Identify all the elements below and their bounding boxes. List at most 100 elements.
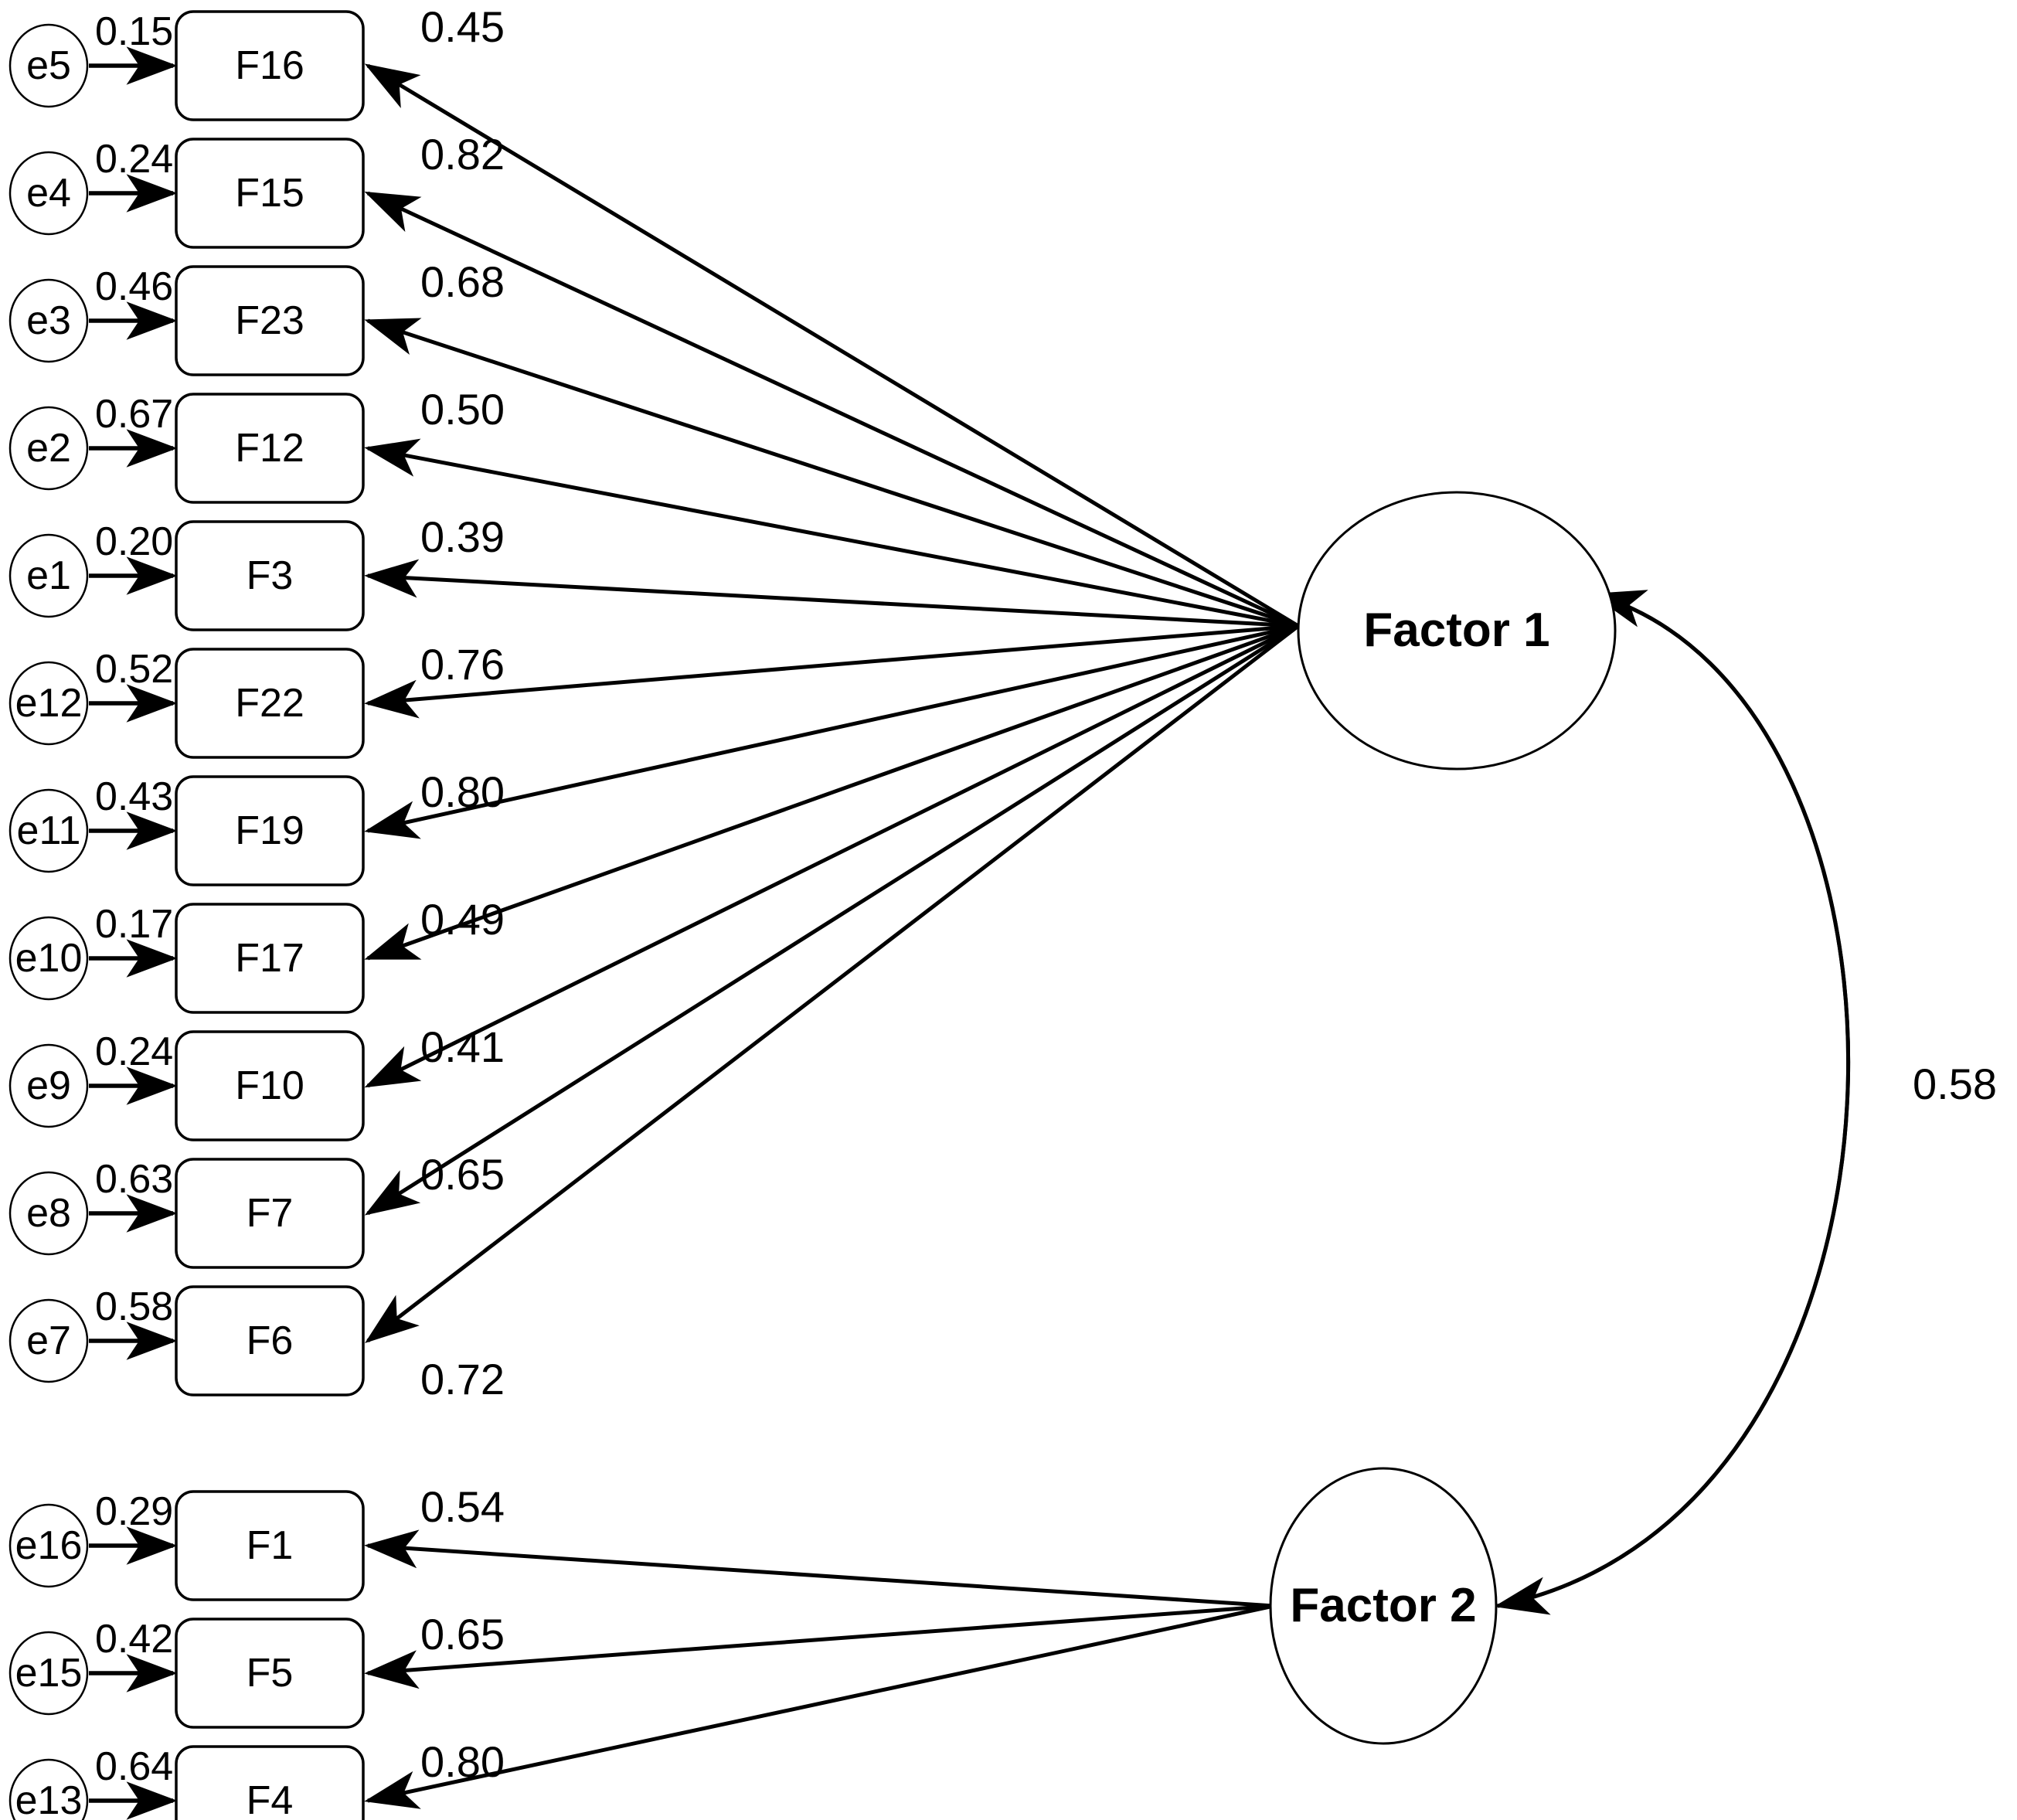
loading-label-F7: 0.65 [420,1150,505,1199]
error-ellipse-e12[interactable] [9,661,89,746]
loading-label-F10: 0.41 [420,1022,505,1071]
error-value-e8: 0.63 [95,1157,174,1202]
error-ellipse-e5[interactable] [9,23,89,108]
indicator-box-F23[interactable] [175,265,365,376]
indicator-box-F16[interactable] [175,10,365,121]
error-ellipse-e16[interactable] [9,1503,89,1588]
indicator-label-F1: F1 [246,1523,294,1568]
error-value-e10: 0.17 [95,902,174,947]
indicator-label-F10: F10 [235,1063,304,1108]
covariance-arc-down [1494,593,1851,1615]
factor-ellipse-factor2[interactable] [1269,1467,1498,1745]
covariance-arc-up [1497,590,1851,1608]
indicator-box-F19[interactable] [175,775,365,886]
loading-arrow-F1 [364,1529,1274,1608]
error-label-e9: e9 [26,1063,71,1108]
indicator-label-F12: F12 [235,426,304,471]
error-ellipse-e2[interactable] [9,406,89,491]
loading-arrow-F23 [364,318,1299,628]
indicator-label-F5: F5 [246,1651,294,1696]
loading-label-F5: 0.65 [420,1610,505,1658]
loading-arrow-F4 [364,1604,1274,1809]
error-ellipse-e4[interactable] [9,151,89,236]
loading-arrow-F6 [365,624,1300,1344]
error-label-e1: e1 [26,553,71,598]
error-label-e3: e3 [26,298,71,343]
indicator-box-F6[interactable] [175,1285,365,1396]
indicator-box-F22[interactable] [175,648,365,759]
error-ellipse-e13[interactable] [9,1758,89,1820]
loading-label-F6: 0.72 [420,1355,505,1403]
loading-label-F16: 0.45 [420,2,505,51]
loading-arrow-F22 [364,624,1299,719]
error-label-e15: e15 [15,1651,83,1696]
indicator-box-F3[interactable] [175,520,365,631]
error-value-e12: 0.52 [95,647,174,692]
factor-ellipse-factor1[interactable] [1297,491,1617,771]
error-value-e16: 0.29 [95,1489,174,1534]
loading-arrow-F16 [364,63,1300,628]
indicator-box-F15[interactable] [175,138,365,249]
error-value-e2: 0.67 [95,392,174,437]
indicator-box-F17[interactable] [175,903,365,1014]
loading-label-F15: 0.82 [420,130,505,179]
error-value-e13: 0.64 [95,1744,174,1789]
indicator-label-F16: F16 [235,43,304,88]
error-value-e1: 0.20 [95,519,174,564]
error-label-e12: e12 [15,681,83,726]
error-ellipse-e10[interactable] [9,916,89,1001]
error-label-e7: e7 [26,1318,71,1363]
error-label-e10: e10 [15,936,83,981]
loading-label-F3: 0.39 [420,512,505,561]
error-label-e13: e13 [15,1778,83,1820]
error-ellipse-e9[interactable] [9,1043,89,1128]
error-ellipse-e11[interactable] [9,788,89,873]
indicator-box-F4[interactable] [175,1745,365,1820]
error-ellipse-e3[interactable] [9,278,89,363]
error-label-e16: e16 [15,1523,83,1568]
indicator-label-F3: F3 [246,553,294,598]
indicator-box-F12[interactable] [175,393,365,504]
indicator-label-F15: F15 [235,171,304,216]
error-label-e11: e11 [16,808,81,853]
loading-label-F23: 0.68 [420,257,505,306]
loading-label-F22: 0.76 [420,640,505,689]
error-label-e5: e5 [26,43,71,88]
indicator-label-F7: F7 [246,1191,294,1236]
error-ellipse-e8[interactable] [9,1171,89,1256]
loading-arrow-F5 [364,1604,1274,1689]
error-ellipse-e1[interactable] [9,533,89,618]
loading-arrow-F17 [364,624,1299,961]
error-value-e9: 0.24 [95,1029,174,1074]
error-value-e7: 0.58 [95,1284,174,1329]
loading-label-F1: 0.54 [420,1482,505,1531]
error-ellipse-e15[interactable] [9,1631,89,1716]
factor-label-factor1: Factor 1 [1363,604,1550,657]
loading-arrow-F12 [364,438,1299,628]
error-label-e2: e2 [26,426,71,471]
loading-arrow-F19 [364,624,1299,839]
indicator-label-F4: F4 [246,1778,294,1820]
error-value-e11: 0.43 [95,774,174,819]
indicator-label-F17: F17 [235,936,304,981]
error-value-e3: 0.46 [95,264,174,309]
loading-arrow-F15 [364,191,1300,628]
loading-arrow-F3 [364,559,1299,628]
indicator-box-F1[interactable] [175,1490,365,1601]
indicator-box-F10[interactable] [175,1030,365,1141]
error-ellipse-e7[interactable] [9,1298,89,1383]
indicator-label-F6: F6 [246,1318,294,1363]
loading-label-F19: 0.80 [420,767,505,816]
indicator-label-F23: F23 [235,298,304,343]
indicator-label-F22: F22 [235,681,304,726]
error-value-e4: 0.24 [95,137,174,182]
covariance-label: 0.58 [1913,1060,1997,1108]
indicator-box-F5[interactable] [175,1618,365,1729]
indicator-label-F19: F19 [235,808,304,853]
indicator-box-F7[interactable] [175,1158,365,1269]
loading-label-F17: 0.49 [420,895,505,944]
error-label-e8: e8 [26,1191,71,1236]
loading-label-F12: 0.50 [420,385,505,434]
